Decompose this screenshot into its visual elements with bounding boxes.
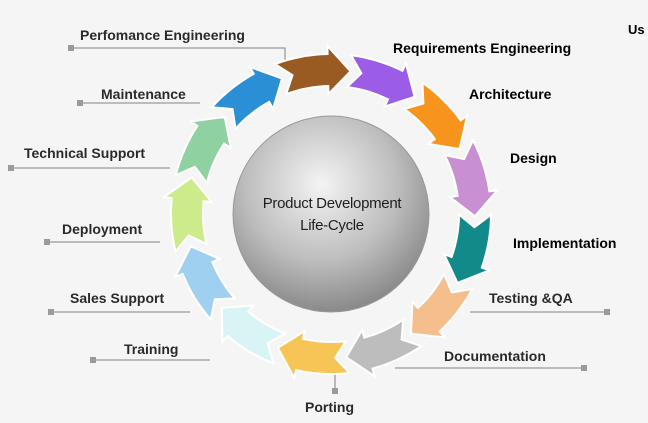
label-architecture: Architecture: [469, 86, 552, 102]
label-testing-qa: Testing &QA: [489, 290, 573, 306]
label-training: Training: [124, 341, 179, 357]
leader-lines: [12, 47, 608, 393]
label-maintenance: Maintenance: [101, 86, 186, 102]
leader-markers: [8, 45, 610, 394]
arrow-segment-porting: [276, 328, 352, 381]
label-porting: Porting: [305, 399, 354, 415]
arrow-segment-implementation: [442, 212, 493, 285]
label-sales-support: Sales Support: [70, 290, 165, 306]
arrow-segment-design: [442, 137, 500, 218]
arrow-segment-testing-qa: [409, 271, 475, 339]
arrow-segment-requirements-engineering: [344, 54, 416, 109]
arrow-ring: [161, 43, 500, 381]
arrow-segment-perfomance-engineering: [272, 43, 352, 97]
arrow-segment-maintenance: [209, 65, 284, 131]
center-circle: [232, 115, 430, 313]
label-requirements-engineering: Requirements Engineering: [393, 40, 572, 56]
arrow-segment-sales-support: [173, 245, 237, 322]
center-title-line1: Product Development: [262, 195, 402, 212]
label-performance-engineering: Perfomance Engineering: [80, 27, 245, 43]
corner-text: Us: [628, 22, 645, 37]
arrow-segment-deployment: [161, 176, 214, 254]
label-documentation: Documentation: [444, 348, 546, 364]
label-design: Design: [510, 150, 557, 166]
arrow-segment-technical-support: [174, 115, 233, 186]
center-title-line2: Life-Cycle: [300, 217, 364, 234]
label-deployment: Deployment: [62, 221, 143, 237]
center-title: Product Development Life-Cycle: [232, 193, 432, 237]
arrow-segment-documentation: [344, 317, 424, 379]
label-technical-support: Technical Support: [24, 145, 146, 161]
arrow-segment-training: [220, 304, 288, 365]
label-implementation: Implementation: [513, 235, 617, 251]
arrow-segment-architecture: [401, 80, 469, 151]
